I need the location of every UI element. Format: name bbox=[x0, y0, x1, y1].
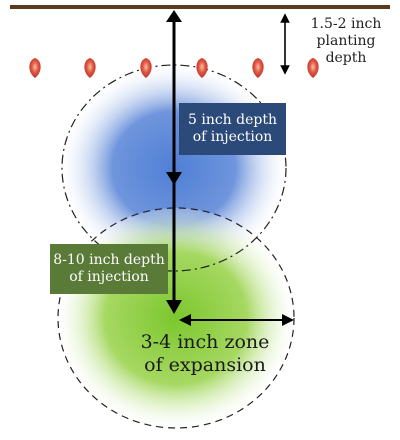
seed-icon bbox=[140, 58, 152, 78]
planting-depth-line2: planting depth bbox=[316, 32, 376, 66]
seed-icon bbox=[84, 58, 96, 78]
planting-depth-label: 1.5-2 inch planting depth bbox=[296, 16, 396, 66]
seed-icon bbox=[252, 58, 264, 78]
green-zone-outline bbox=[57, 207, 295, 429]
eight-ten-inch-arrowhead bbox=[166, 300, 182, 314]
blue-zone-outline bbox=[61, 64, 287, 272]
zone-label-line2: of expansion bbox=[144, 353, 266, 376]
blue-label-box bbox=[179, 103, 286, 155]
planting-depth-line1: 1.5-2 inch bbox=[310, 16, 382, 32]
zone-label-line1: 3-4 inch zone bbox=[140, 331, 270, 353]
seed-icon bbox=[29, 58, 41, 78]
expansion-zone-label: 3-4 inch zone of expansion bbox=[120, 331, 290, 377]
five-inch-injection-label: 5 inch depth of injection bbox=[179, 103, 286, 155]
seed-row bbox=[29, 58, 319, 78]
green-injection-zone bbox=[58, 208, 294, 428]
five-inch-arrowhead bbox=[166, 172, 182, 185]
seed-icon bbox=[307, 58, 319, 78]
surface-arrowhead bbox=[166, 10, 182, 22]
blue-label-line2: of injection bbox=[192, 129, 273, 145]
green-label-line2: of injection bbox=[69, 269, 149, 285]
green-label-line1: 8-10 inch depth bbox=[53, 252, 165, 269]
eight-ten-inch-injection-label: 8-10 inch depth of injection bbox=[50, 244, 168, 294]
blue-label-line1: 5 inch depth bbox=[187, 112, 277, 129]
seed-icon bbox=[196, 58, 208, 78]
green-label-box bbox=[50, 244, 168, 294]
